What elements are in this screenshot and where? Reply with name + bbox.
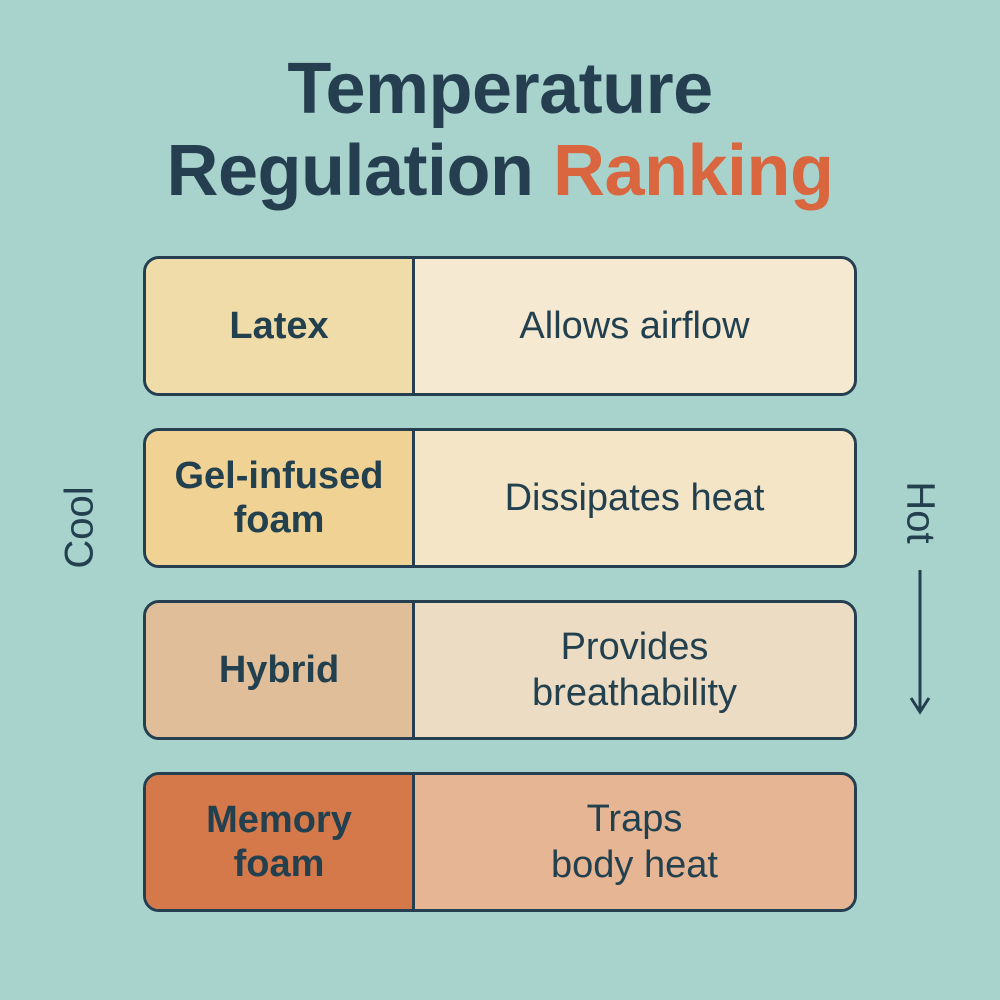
title-line-1: Temperature — [287, 49, 713, 129]
material-cell: Gel-infused foam — [146, 431, 415, 565]
ranking-row-gel-infused-foam: Gel-infused foam Dissipates heat — [143, 428, 857, 568]
description-cell: Traps body heat — [415, 775, 854, 909]
hot-label: Hot — [898, 481, 943, 544]
material-cell: Hybrid — [146, 603, 415, 737]
description-cell: Provides breathability — [415, 603, 854, 737]
material-cell: Latex — [146, 259, 415, 393]
ranking-row-hybrid: Hybrid Provides breathability — [143, 600, 857, 740]
ranking-row-memory-foam: Memory foam Traps body heat — [143, 772, 857, 912]
title-line-2: Regulation Ranking — [0, 130, 1000, 212]
material-label: Hybrid — [218, 649, 340, 691]
title-regulation: Regulation — [166, 131, 534, 211]
material-label: Latex — [229, 305, 329, 347]
description-cell: Dissipates heat — [415, 431, 854, 565]
description-cell: Allows airflow — [415, 259, 854, 393]
material-label: Memory foam — [206, 799, 352, 885]
material-label: Gel-infused foam — [174, 455, 384, 541]
cool-label: Cool — [57, 486, 102, 569]
page-title: Temperature Regulation Ranking — [0, 48, 1000, 212]
material-cell: Memory foam — [146, 775, 415, 909]
arrow-down-icon — [909, 570, 931, 715]
ranking-row-latex: Latex Allows airflow — [143, 256, 857, 396]
title-ranking-accent: Ranking — [552, 131, 834, 211]
